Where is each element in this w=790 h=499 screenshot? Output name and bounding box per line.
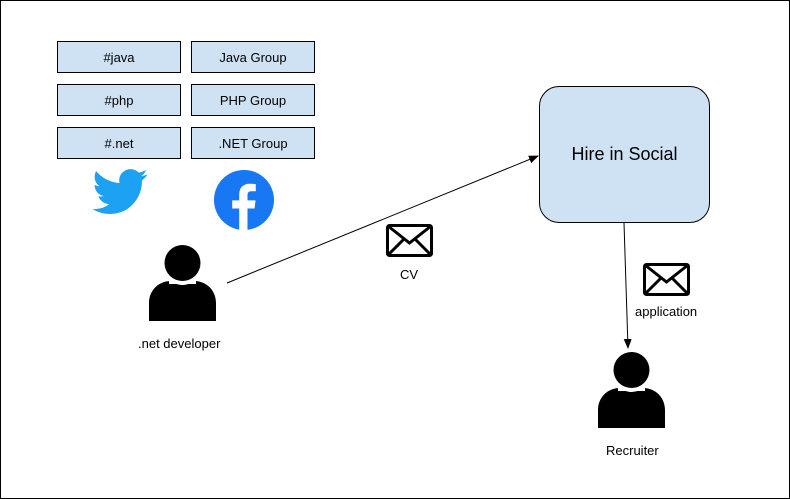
java-group-box: Java Group xyxy=(191,41,315,73)
developer-person-icon xyxy=(149,245,216,321)
application-arrow xyxy=(623,222,632,349)
application-label: application xyxy=(635,304,698,319)
hashtag-net-box: #.net xyxy=(57,127,181,159)
recruiter-person-icon xyxy=(598,352,665,428)
developer-label: .net developer xyxy=(138,336,221,351)
hashtag-java-box: #java xyxy=(57,41,181,73)
recruiter-label: Recruiter xyxy=(606,443,659,458)
hire-in-social-box: Hire in Social xyxy=(539,86,710,223)
cv-label: CV xyxy=(400,267,419,282)
net-group-box: .NET Group xyxy=(191,127,315,159)
application-envelope-icon xyxy=(643,263,690,296)
cv-arrow xyxy=(226,155,539,284)
hashtag-php-box: #php xyxy=(57,84,181,116)
php-group-box: PHP Group xyxy=(191,84,315,116)
facebook-icon xyxy=(214,170,274,230)
cv-envelope-icon xyxy=(386,224,433,257)
twitter-bird-icon xyxy=(92,169,148,214)
